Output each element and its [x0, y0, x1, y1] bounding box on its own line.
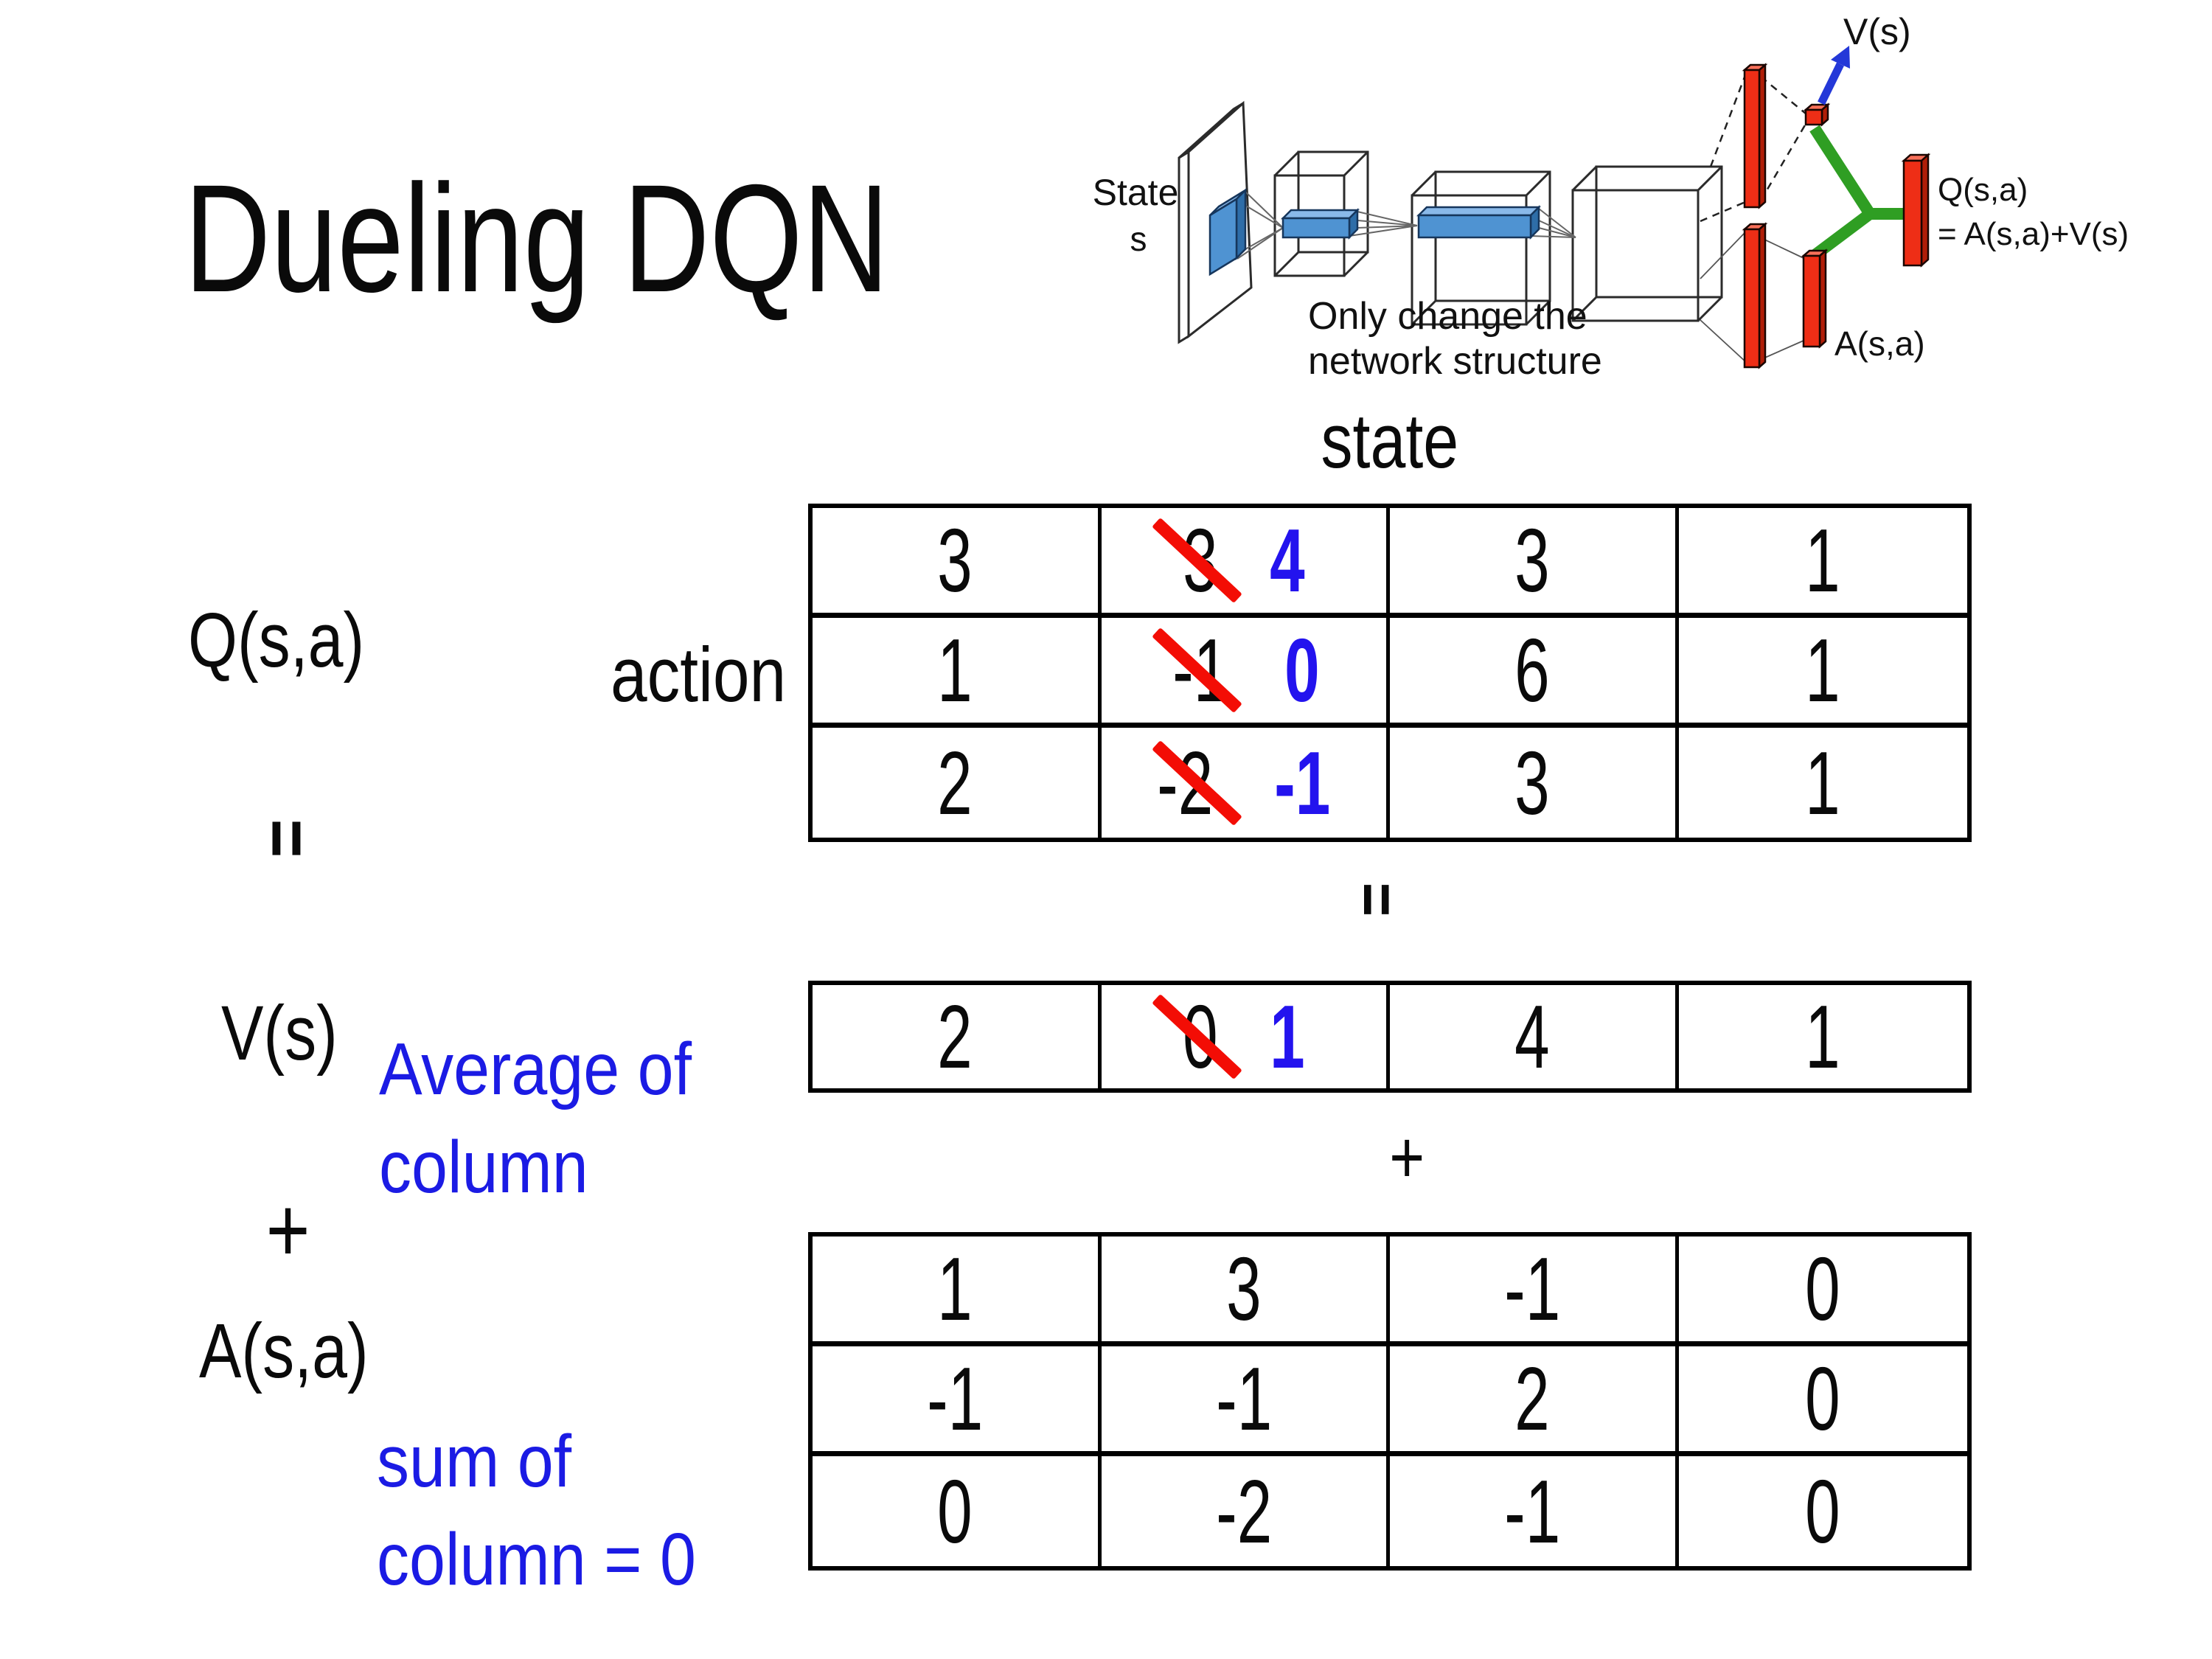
conv-filter-patch — [1208, 187, 1247, 276]
v-matrix-label: V(s) — [221, 990, 338, 1077]
q-cell-r3c4: 1 — [1805, 732, 1840, 833]
state-axis-label: state — [1321, 398, 1459, 484]
a-cell-r3c2: -2 — [1102, 1456, 1390, 1566]
aggregate-link — [1807, 125, 1904, 263]
a-cell-r3c3: -1 — [1390, 1456, 1679, 1566]
a-vector-bar — [1801, 248, 1829, 349]
a-cell-r2c2: -1 — [1101, 1346, 1390, 1456]
diagram-a-label: A(s,a) — [1834, 324, 1925, 363]
q-cell-r2c3: 6 — [1390, 618, 1679, 728]
v-table: 2 01 4 1 — [808, 981, 1972, 1093]
diagram-q-label: Q(s,a) — [1938, 172, 2028, 208]
v-cell-c4: 1 — [1805, 987, 1840, 1087]
action-axis-label: action — [610, 632, 786, 718]
v-cell-c3: 4 — [1390, 985, 1679, 1088]
q-cell-r3c1: 2 — [813, 728, 1102, 838]
sum-note: sum of column = 0 — [377, 1420, 696, 1601]
q-cell-r1c4: 1 — [1678, 508, 1967, 618]
v-cell-c2-crossed: 01 — [1102, 985, 1390, 1088]
v-scalar-cube — [1803, 102, 1831, 127]
diagram-caption-line2: network structure — [1308, 340, 1602, 383]
q-cell-r3c3: 3 — [1390, 728, 1679, 838]
a-table: 1 3 -1 0 -1 -1 2 0 0 -2 -1 0 — [808, 1232, 1972, 1571]
a-cell-r1c1: 1 — [813, 1237, 1102, 1346]
v-cell-c1: 2 — [813, 985, 1102, 1088]
a-cell-r1c4: 0 — [1678, 1237, 1967, 1346]
q-cell-r1c3: 3 — [1390, 508, 1679, 618]
conv-box-3 — [1571, 165, 1723, 322]
v-stream-links — [1700, 74, 1807, 223]
equals-sign-left: = — [246, 818, 328, 858]
v-arrow — [1818, 46, 1850, 105]
diagram-state-s: s — [1130, 220, 1147, 258]
fc-bar-bottom — [1742, 222, 1768, 369]
plus-sign-middle: + — [1389, 1116, 1425, 1199]
page-title-text: Dueling DQN — [184, 153, 889, 324]
q-cell-r2c4: 1 — [1678, 618, 1967, 728]
a-cell-r3c1: 0 — [813, 1456, 1102, 1566]
q-cell-r1c2-crossed: 34 — [1101, 508, 1390, 618]
feature-slab-1 — [1280, 207, 1360, 240]
q-cell-r3c2-crossed: -2-1 — [1102, 728, 1390, 838]
average-note: Average of column — [379, 1028, 692, 1208]
a-matrix-label: A(s,a) — [199, 1308, 369, 1394]
page-title: Dueling DQN — [184, 162, 1088, 316]
q-cell-r1c1: 3 — [813, 508, 1102, 618]
q-table: 3 34 3 1 1 -10 6 1 2 -2-1 3 1 — [808, 504, 1972, 842]
diagram-caption-line1: Only change the — [1308, 295, 1587, 338]
plus-sign-left: + — [265, 1178, 310, 1281]
diagram-q-formula: = A(s,a)+V(s) — [1938, 216, 2129, 252]
diagram-v-label: V(s) — [1843, 11, 1911, 52]
a-cell-r3c4: 0 — [1805, 1461, 1840, 1562]
a-cell-r2c1: -1 — [813, 1346, 1102, 1456]
diagram-state-label: State — [1093, 172, 1179, 213]
fc-bar-top — [1742, 63, 1768, 209]
a-cell-r2c3: 2 — [1390, 1346, 1679, 1456]
a-stream-links — [1700, 232, 1804, 364]
feature-slab-2 — [1416, 204, 1542, 240]
q-matrix-label: Q(s,a) — [188, 597, 365, 684]
a-cell-r1c2: 3 — [1101, 1237, 1390, 1346]
network-diagram: State s V(s) Q(s,a) = A(s,a)+V(s) A(s,a)… — [1093, 11, 2129, 383]
a-cell-r2c4: 0 — [1678, 1346, 1967, 1456]
a-cell-r1c3: -1 — [1390, 1237, 1679, 1346]
q-cell-r2c2-crossed: -10 — [1101, 618, 1390, 728]
equals-sign-middle: = — [1340, 882, 1414, 917]
q-output-bar — [1901, 153, 1931, 268]
q-cell-r2c1: 1 — [813, 618, 1102, 728]
